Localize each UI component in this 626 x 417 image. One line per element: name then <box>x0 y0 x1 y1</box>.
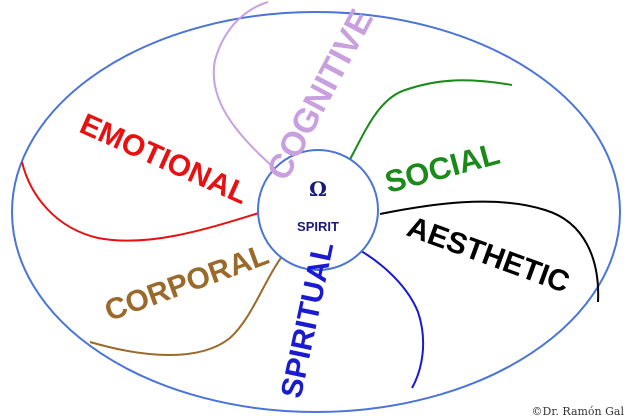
center-circle <box>257 149 379 271</box>
social-branch <box>343 79 513 171</box>
author-credit: ©Dr. Ramón Gal <box>532 405 625 417</box>
corporal-label: CORPORAL <box>100 238 273 328</box>
cognitive-branch <box>212 1 288 181</box>
spirit-label: SPIRIT <box>297 219 339 234</box>
aesthetic-label: AESTHETIC <box>403 210 574 299</box>
corporal-branch <box>89 245 291 356</box>
social-label: SOCIAL <box>381 136 503 200</box>
outer-ring <box>11 11 621 413</box>
spiritual-branch <box>351 245 425 389</box>
aesthetic-branch <box>379 200 600 303</box>
spiritual-label: SPIRITUAL <box>275 239 340 401</box>
emotional-branch <box>21 161 263 242</box>
omega-symbol: Ω <box>309 177 327 201</box>
emotional-label: EMOTIONAL <box>75 108 253 211</box>
